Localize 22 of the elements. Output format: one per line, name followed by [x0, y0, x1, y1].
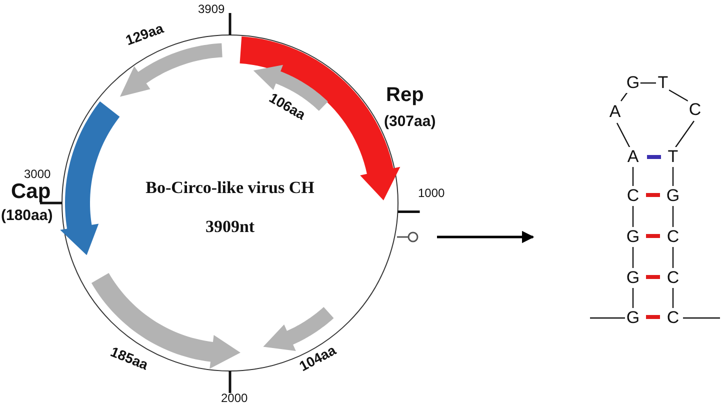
gene-label: (180aa)	[1, 207, 53, 224]
gene-label: 185aa	[108, 343, 151, 373]
nucleotide-letter: G	[625, 268, 641, 288]
gene-label: Cap	[11, 180, 51, 204]
tick-label: 3000	[24, 167, 51, 181]
gene-label: 129aa	[123, 20, 166, 48]
stem-loop-marker	[397, 229, 419, 245]
tick-label: 2000	[221, 391, 248, 404]
gene-label: 104aa	[296, 342, 338, 374]
nucleotide-letter: C	[626, 186, 640, 206]
genome-name: Bo-Circo-like virus CH	[146, 178, 314, 198]
nucleotide-letter: G	[665, 186, 681, 206]
nucleotide-letter: C	[666, 227, 680, 247]
genome-length: 3909nt	[205, 217, 255, 237]
nucleotide-letter: G	[625, 227, 641, 247]
tick-label: 3909	[198, 2, 225, 16]
tick-label: 1000	[418, 186, 445, 200]
nucleotide-letter: G	[625, 73, 641, 93]
nucleotide-letter: C	[666, 268, 680, 288]
gene-label: (307aa)	[384, 113, 436, 130]
gene-label: Rep	[386, 84, 424, 107]
nucleotide-letter: T	[656, 73, 670, 93]
